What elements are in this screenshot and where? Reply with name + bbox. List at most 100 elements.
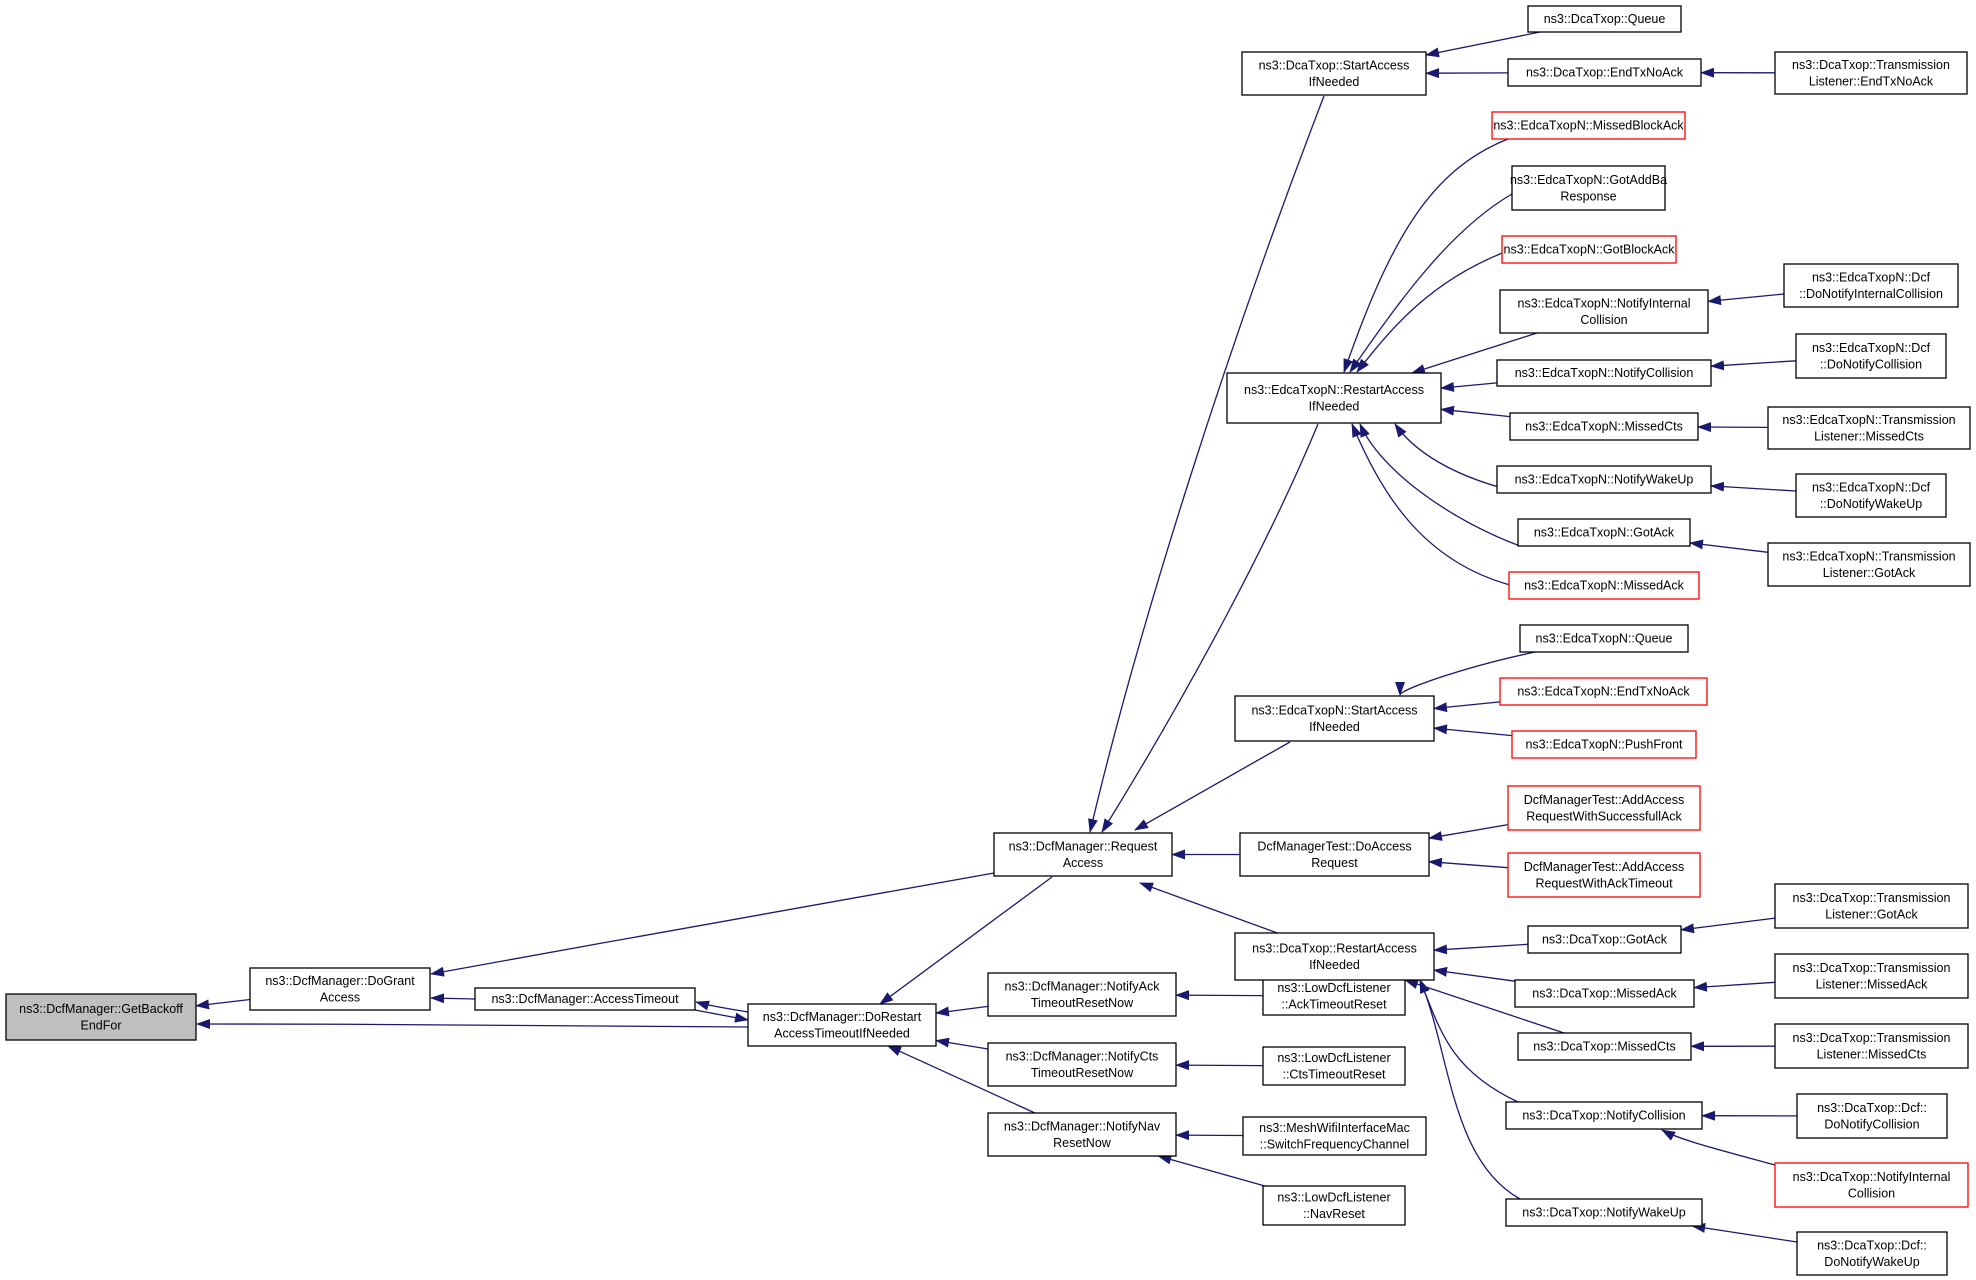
node-dca_queue[interactable]: ns3::DcaTxop::Queue	[1527, 5, 1682, 33]
node-box	[1242, 1116, 1427, 1156]
node-box	[1774, 883, 1969, 929]
node-label: ns3::DcaTxop::StartAccess	[1259, 58, 1410, 72]
node-dca_missedcts[interactable]: ns3::DcaTxop::MissedCts	[1517, 1032, 1692, 1061]
node-edca_tl_gotack[interactable]: ns3::EdcaTxopN::TransmissionListener::Go…	[1767, 542, 1971, 587]
node-edca_missedblockack[interactable]: ns3::EdcaTxopN::MissedBlockAck	[1491, 111, 1686, 140]
node-edca_pushfront[interactable]: ns3::EdcaTxopN::PushFront	[1511, 730, 1697, 759]
node-test_addtimeout[interactable]: DcfManagerTest::AddAccessRequestWithAckT…	[1507, 852, 1701, 898]
node-dca_gotack[interactable]: ns3::DcaTxop::GotAck	[1527, 925, 1682, 954]
node-box	[1499, 677, 1708, 706]
edge-dca_startaccess-to-requestaccess	[1088, 95, 1325, 833]
node-label: ::NavReset	[1303, 1207, 1365, 1221]
node-dca_tl_missedack[interactable]: ns3::DcaTxop::TransmissionListener::Miss…	[1774, 953, 1969, 999]
node-label: ::DoNotifyCollision	[1820, 357, 1922, 371]
edge-edca_missedblockack-to-edca_restartaccess	[1343, 138, 1509, 373]
node-edca_endtxnoack[interactable]: ns3::EdcaTxopN::EndTxNoAck	[1499, 677, 1708, 706]
node-edca_missedcts[interactable]: ns3::EdcaTxopN::MissedCts	[1509, 412, 1699, 441]
node-box	[1519, 624, 1689, 653]
node-edca_dcf_collision[interactable]: ns3::EdcaTxopN::Dcf::DoNotifyCollision	[1795, 333, 1947, 379]
edge-notifycts-to-dorestart	[935, 1037, 989, 1050]
node-meshswitch[interactable]: ns3::MeshWifiInterfaceMac::SwitchFrequen…	[1242, 1116, 1427, 1156]
node-edca_notifyinternal[interactable]: ns3::EdcaTxopN::NotifyInternalCollision	[1499, 289, 1709, 334]
node-notifyack[interactable]: ns3::DcfManager::NotifyAckTimeoutResetNo…	[987, 972, 1177, 1017]
node-box	[1774, 1023, 1969, 1069]
edge-edca_missedcts-to-edca_restartaccess	[1440, 405, 1511, 418]
node-box	[1505, 1198, 1703, 1227]
node-dca_notifywakeup[interactable]: ns3::DcaTxop::NotifyWakeUp	[1505, 1198, 1703, 1227]
node-test_addsuccess[interactable]: DcfManagerTest::AddAccessRequestWithSucc…	[1507, 785, 1701, 831]
node-edca_dcf_internal[interactable]: ns3::EdcaTxopN::Dcf::DoNotifyInternalCol…	[1783, 263, 1959, 308]
node-box	[1767, 406, 1971, 450]
node-edca_queue[interactable]: ns3::EdcaTxopN::Queue	[1519, 624, 1689, 653]
node-label: ns3::DcfManager::NotifyCts	[1006, 1049, 1159, 1063]
edge-edca_gotack-to-edca_restartaccess	[1359, 423, 1521, 547]
edge-edca_gotblockack-to-edca_restartaccess	[1356, 249, 1511, 373]
node-label: Listener::EndTxNoAck	[1809, 74, 1934, 88]
node-label: Listener::GotAck	[1825, 907, 1918, 921]
node-label: ResetNow	[1053, 1136, 1112, 1150]
node-label: ns3::DcaTxop::RestartAccess	[1252, 941, 1417, 955]
node-edca_tl_missedcts[interactable]: ns3::EdcaTxopN::TransmissionListener::Mi…	[1767, 406, 1971, 450]
node-label: ns3::EdcaTxopN::Transmission	[1782, 413, 1955, 427]
node-label: ns3::DcaTxop::Queue	[1544, 12, 1666, 26]
node-dca_notifycollision[interactable]: ns3::DcaTxop::NotifyCollision	[1505, 1101, 1703, 1130]
node-box	[1496, 359, 1712, 387]
node-label: IfNeeded	[1309, 958, 1360, 972]
node-label: EndFor	[81, 1018, 122, 1032]
node-dca_dcf_collision[interactable]: ns3::DcaTxop::Dcf::DoNotifyCollision	[1796, 1093, 1948, 1139]
node-box	[1262, 1046, 1406, 1086]
node-edca_gotblockack[interactable]: ns3::EdcaTxopN::GotBlockAck	[1501, 235, 1677, 264]
edge-edca_queue-to-edca_startaccess	[1395, 651, 1536, 696]
node-label: ns3::DcaTxop::NotifyWakeUp	[1522, 1206, 1686, 1220]
node-label: ns3::DcfManager::NotifyAck	[1005, 979, 1161, 993]
node-dca_missedack[interactable]: ns3::DcaTxop::MissedAck	[1514, 979, 1695, 1008]
node-dca_notifyinternal[interactable]: ns3::DcaTxop::NotifyInternalCollision	[1774, 1162, 1969, 1208]
edge-edca_notifycollision-to-edca_restartaccess	[1440, 381, 1498, 392]
node-dorestart[interactable]: ns3::DcfManager::DoRestartAccessTimeoutI…	[747, 1003, 937, 1047]
node-edca_missedack[interactable]: ns3::EdcaTxopN::MissedAck	[1508, 571, 1700, 600]
node-box	[1501, 235, 1677, 264]
edge-dca_missedcts-to-dca_restartaccess	[1404, 979, 1565, 1034]
node-label: ns3::EdcaTxopN::EndTxNoAck	[1517, 685, 1690, 699]
node-edca_notifywakeup[interactable]: ns3::EdcaTxopN::NotifyWakeUp	[1496, 465, 1712, 494]
node-label: ns3::EdcaTxopN::RestartAccess	[1244, 383, 1424, 397]
node-edca_notifycollision[interactable]: ns3::EdcaTxopN::NotifyCollision	[1496, 359, 1712, 387]
node-dca_tl_endtxnoack[interactable]: ns3::DcaTxop::TransmissionListener::EndT…	[1774, 51, 1968, 95]
node-label: RequestWithSuccessfullAck	[1526, 809, 1682, 823]
node-dca_tl_gotack[interactable]: ns3::DcaTxop::TransmissionListener::GotA…	[1774, 883, 1969, 929]
node-box	[1795, 473, 1947, 518]
node-notifycts[interactable]: ns3::DcfManager::NotifyCtsTimeoutResetNo…	[987, 1042, 1177, 1087]
node-box	[993, 832, 1173, 877]
edge-dca_gotack-to-dca_restartaccess	[1433, 943, 1529, 955]
edge-edca_tl_gotack-to-edca_gotack	[1689, 539, 1769, 553]
node-label: ns3::EdcaTxopN::MissedAck	[1524, 579, 1685, 593]
node-dca_dcf_wakeup[interactable]: ns3::DcaTxop::Dcf::DoNotifyWakeUp	[1796, 1231, 1948, 1276]
node-label: ns3::EdcaTxopN::NotifyCollision	[1515, 366, 1694, 380]
node-edca_dcf_wakeup[interactable]: ns3::EdcaTxopN::Dcf::DoNotifyWakeUp	[1795, 473, 1947, 518]
node-box	[1774, 1162, 1969, 1208]
node-label: ::DoNotifyInternalCollision	[1799, 287, 1943, 301]
node-label: ns3::DcaTxop::MissedAck	[1532, 987, 1677, 1001]
node-lowack[interactable]: ns3::LowDcfListener::AckTimeoutReset	[1262, 976, 1406, 1016]
node-dca_endtxnoack[interactable]: ns3::DcaTxop::EndTxNoAck	[1507, 58, 1702, 87]
node-lownav[interactable]: ns3::LowDcfListener::NavReset	[1262, 1185, 1406, 1226]
node-box	[1509, 412, 1699, 441]
node-edca_gotack[interactable]: ns3::EdcaTxopN::GotAck	[1517, 518, 1691, 547]
node-box	[1508, 571, 1700, 600]
node-accesstimeout[interactable]: ns3::DcfManager::AccessTimeout	[474, 987, 696, 1011]
node-label: ::DoNotifyWakeUp	[1820, 497, 1922, 511]
edge-lownav-to-notifynav	[1157, 1154, 1265, 1187]
node-box	[1511, 730, 1697, 759]
node-dca_tl_missedcts[interactable]: ns3::DcaTxop::TransmissionListener::Miss…	[1774, 1023, 1969, 1069]
node-lowcts[interactable]: ns3::LowDcfListener::CtsTimeoutReset	[1262, 1046, 1406, 1086]
edge-edca_endtxnoack-to-edca_startaccess	[1433, 701, 1501, 713]
